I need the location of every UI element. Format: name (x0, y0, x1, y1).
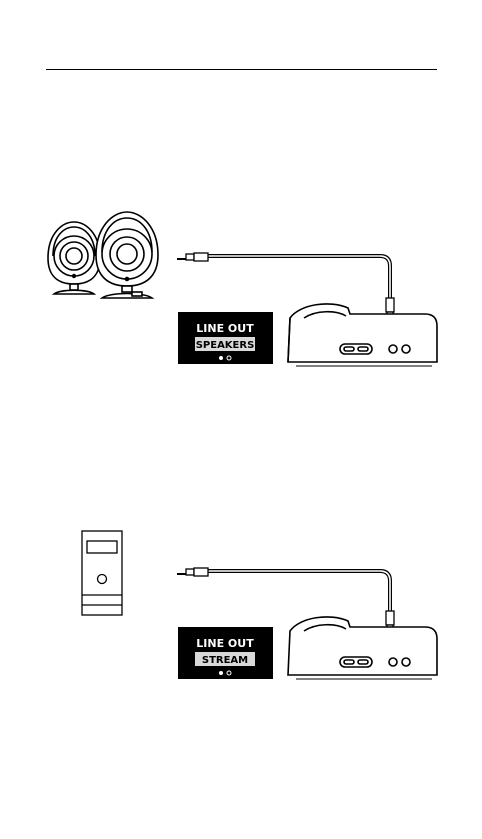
lcd-line1: LINE OUT (196, 637, 254, 650)
base-station-icon (288, 304, 437, 366)
stream-diagram: LINE OUT STREAM (0, 525, 482, 685)
header-rule (46, 69, 437, 70)
base-station-icon (288, 617, 437, 679)
lcd-line2: SPEAKERS (196, 340, 255, 351)
lcd-line2: STREAM (202, 655, 248, 666)
lcd-line1: LINE OUT (196, 322, 254, 335)
speaker-left-icon (48, 222, 100, 294)
pc-tower-icon (82, 531, 122, 615)
audio-cable (207, 571, 390, 611)
jack-plug-left-icon (177, 253, 208, 261)
speaker-right-icon (96, 212, 158, 298)
lcd-screen: LINE OUT STREAM (178, 627, 273, 679)
lcd-screen: LINE OUT SPEAKERS (178, 312, 273, 364)
page-dot-active (219, 356, 223, 360)
audio-cable (207, 256, 390, 298)
page-dot-active (219, 671, 223, 675)
jack-plug-left-icon (177, 568, 208, 576)
speakers-diagram: LINE OUT SPEAKERS (0, 200, 482, 380)
